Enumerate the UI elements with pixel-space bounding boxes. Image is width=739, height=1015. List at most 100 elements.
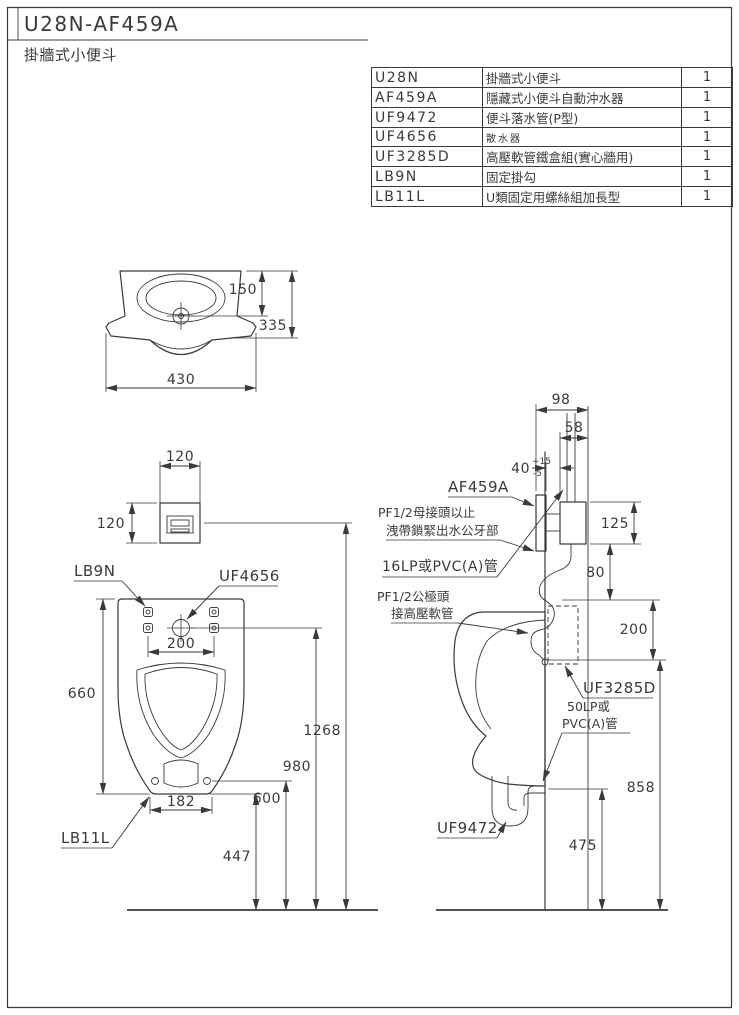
dim-bottom-width: 182 <box>149 794 213 814</box>
dim-335: 335 <box>230 270 298 339</box>
part-code-cell: LB11L <box>371 186 483 207</box>
mounting-hole <box>143 607 153 617</box>
af459a-label: AF459A <box>448 478 535 507</box>
sheet-border <box>6 6 733 1009</box>
dim-text-858: 858 <box>627 780 655 796</box>
mounting-hole <box>143 623 153 633</box>
label-lb9n: LB9N <box>74 562 115 580</box>
leader-line <box>496 821 507 839</box>
dim-text-1268: 1268 <box>303 723 341 739</box>
dim-40-tolerance: 40 +15 -5 <box>511 457 574 491</box>
note-supply-pipe: 16LP或PVC(A)管 <box>382 559 498 575</box>
drain-pipe-note: 50LP或 PVC(A)管 <box>542 699 630 782</box>
drain-flange <box>163 759 199 788</box>
table-row: UF3285D 高壓軟管鐵盒組(實心牆用) 1 <box>371 146 733 167</box>
part-desc-cell: 掛牆式小便斗 <box>482 67 682 88</box>
dim-475: 475 <box>548 788 608 911</box>
uf3285d-label: UF3285D <box>564 665 655 699</box>
part-code-cell: UF4656 <box>371 127 483 147</box>
leader-line <box>111 796 150 849</box>
note-hose-line2: 接高壓軟管 <box>391 606 454 621</box>
part-desc-cell: 散水器 <box>482 127 682 147</box>
dim-58: 58 <box>559 420 589 498</box>
valve-plate <box>166 515 194 534</box>
dim-text-40: 40 <box>511 461 530 477</box>
basin-front <box>136 662 226 759</box>
dim-text-125: 125 <box>601 516 629 532</box>
lb9n-label: LB9N <box>74 562 146 607</box>
dim-text-475: 475 <box>569 838 597 854</box>
hose-connection-note: PF1/2公極頭 接高壓軟管 <box>377 589 529 635</box>
dim-text-80: 80 <box>586 565 605 581</box>
lb11l-label: LB11L <box>61 796 150 849</box>
supply-pipe-note: 16LP或PVC(A)管 <box>382 489 564 578</box>
part-qty-cell: 1 <box>681 127 733 147</box>
flush-valve-front <box>159 502 201 544</box>
table-row: LB9N 固定掛勾 1 <box>371 166 733 187</box>
label-uf9472: UF9472 <box>437 819 498 837</box>
table-row: AF459A 隱藏式小便斗自動沖水器 1 <box>371 87 733 108</box>
top-view: 150 335 430 <box>105 270 298 392</box>
urinal-side-outline <box>453 611 546 787</box>
flush-valve-side <box>535 413 587 552</box>
spreader-hole <box>167 614 195 642</box>
drain-bolt <box>151 777 159 785</box>
part-desc-cell: 固定掛勾 <box>482 166 682 187</box>
valve-access-box <box>159 502 201 544</box>
note-drain-line1: 50LP或 <box>567 699 610 714</box>
mounting-hole <box>209 607 219 617</box>
dim-hole-spacing: 200 <box>147 636 215 657</box>
inlet-connection-note: PF1/2母接頭以止 洩帶鎖緊出水公牙部 <box>378 505 535 552</box>
part-code-cell: UF3285D <box>371 146 483 167</box>
leader-line <box>564 665 584 699</box>
dim-valve-center-height: 1268 <box>204 522 352 911</box>
part-qty-cell: 1 <box>681 87 733 108</box>
dim-text-335: 335 <box>259 318 287 334</box>
dim-valve-width: 120 <box>159 449 201 503</box>
part-qty-cell: 1 <box>681 67 733 88</box>
dim-valve-height: 120 <box>97 502 157 544</box>
dim-text-120h: 120 <box>97 516 125 532</box>
uf9472-label: UF9472 <box>437 819 507 839</box>
drain-bolt <box>203 777 211 785</box>
part-desc-cell: 便斗落水管(P型) <box>482 107 682 128</box>
dim-125: 125 <box>590 501 641 545</box>
p-trap-inner <box>507 776 518 811</box>
lip-inner-curve <box>149 339 213 350</box>
note-drain-line2: PVC(A)管 <box>562 716 618 731</box>
urinal-front-outline <box>117 598 245 795</box>
dim-drain-height: 600 <box>212 780 292 911</box>
valve-cover-plate <box>535 494 547 552</box>
spreader-top <box>167 302 195 330</box>
basin-outer <box>136 662 226 759</box>
dim-text-980: 980 <box>283 759 311 775</box>
part-code-cell: UF9472 <box>371 107 483 128</box>
dim-text-150: 150 <box>229 282 257 298</box>
table-row: UF4656 散水器 1 <box>371 127 733 147</box>
front-view: 120 120 LB9N UF4656 <box>61 449 378 911</box>
mounting-hole-center <box>145 625 151 631</box>
dim-text-660: 660 <box>68 686 96 702</box>
table-row: UF9472 便斗落水管(P型) 1 <box>371 107 733 128</box>
dim-text-98: 98 <box>552 392 571 408</box>
dim-spreader-height: 980 <box>191 627 322 911</box>
part-qty-cell: 1 <box>681 186 733 207</box>
valve-slot <box>170 528 190 533</box>
label-af459a: AF459A <box>448 478 509 496</box>
dim-text-120w: 120 <box>166 449 194 465</box>
part-desc-cell: 隱藏式小便斗自動沖水器 <box>482 87 682 108</box>
mounting-hole-center <box>211 609 217 615</box>
label-lb11l: LB11L <box>61 829 110 847</box>
dim-98: 98 <box>535 392 589 491</box>
leader-line <box>542 732 563 782</box>
dim-text-430: 430 <box>167 372 195 388</box>
high-pressure-hose <box>530 544 572 661</box>
part-desc-cell: 高壓軟管鐵盒組(實心牆用) <box>482 146 682 167</box>
part-desc-cell: U類固定用螺絲組加長型 <box>482 186 682 207</box>
dim-body-height: 660 <box>68 598 150 795</box>
p-trap-outer <box>491 776 545 827</box>
note-inlet-line2: 洩帶鎖緊出水公牙部 <box>386 523 499 538</box>
dim-200-side: 200 <box>548 599 666 661</box>
